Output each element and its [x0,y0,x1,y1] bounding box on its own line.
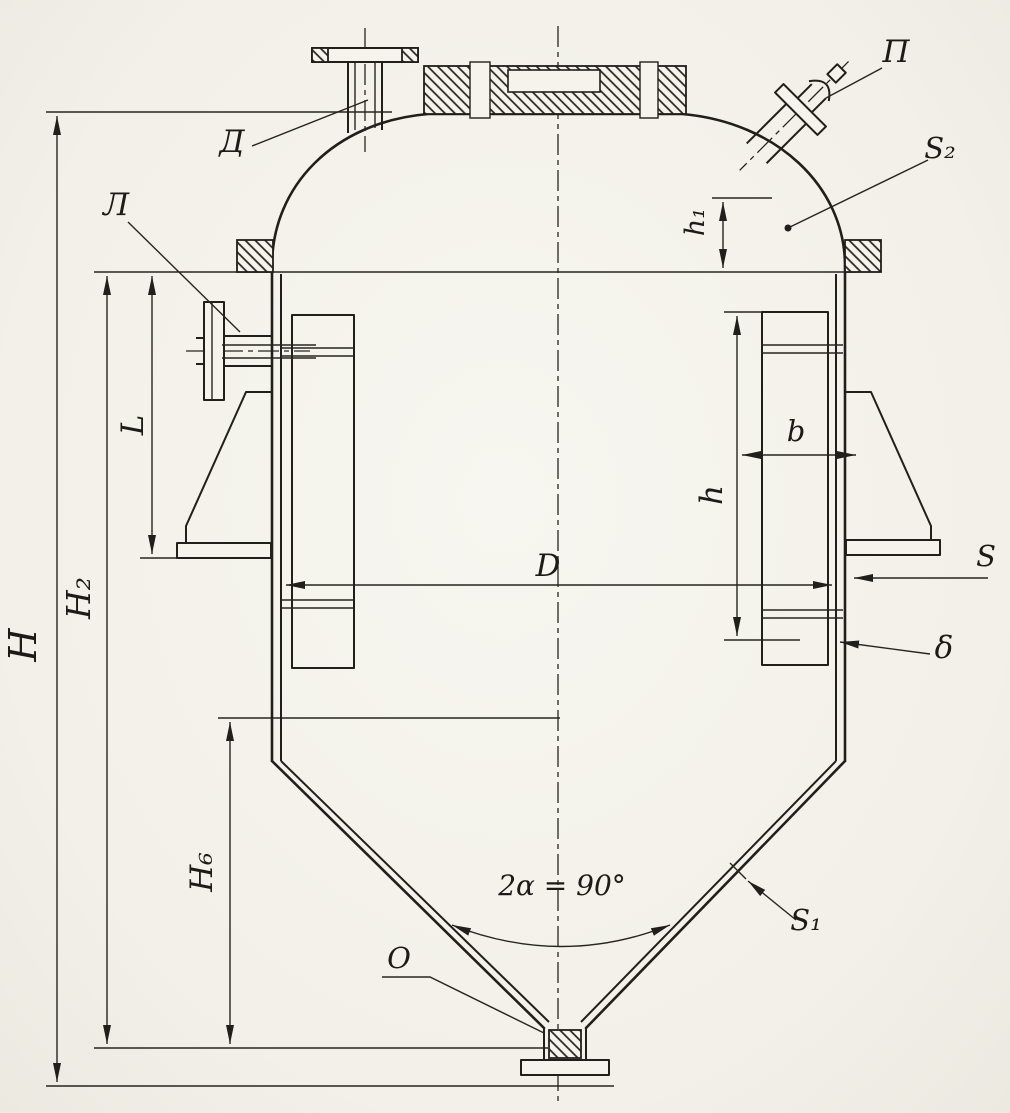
label-delta: δ [935,630,954,666]
valve-cap [808,79,831,102]
flange-ring-left [236,239,274,273]
nozzle-top-right [739,60,850,171]
label-cone-angle: 2α = 90° [497,869,626,902]
label-H6: H₆ [184,852,220,892]
label-D: D [535,548,561,584]
cone-angle-arc [451,924,671,948]
bottom-outlet [520,1028,610,1076]
jacket-left [291,314,355,669]
label-h: h [694,485,730,505]
label-D-top: Д [217,124,245,160]
outlet-bottom-flange [520,1059,610,1076]
label-S2: S₂ [924,131,956,165]
vessel-shell [270,112,847,1030]
label-h1: h₁ [680,208,711,236]
leader-outlet [382,976,545,1034]
nozzle-top-left [311,47,419,133]
label-L-side: Л [101,187,130,223]
leader-P-nozzle [825,67,883,99]
nozzle-top-right-flange [774,83,827,136]
label-S: S [976,539,996,573]
label-P-top: П [881,34,910,70]
leader-delta [839,640,931,655]
manhole-cover [423,61,687,119]
support-lug-left [185,391,272,543]
S1-thickness-tick [729,862,747,880]
leader-D-nozzle [251,99,369,147]
label-L: L [115,415,151,437]
nozzle-side-flange [203,301,225,401]
leader-S2-dot [784,224,792,232]
support-lug-right [845,391,932,540]
nozzle-side-left [196,301,316,401]
label-O: O [387,941,411,975]
leader-S2 [789,159,929,228]
jacket [281,311,843,669]
manhole-sight-slot [507,69,601,93]
cone-wall-right [584,759,847,1030]
extension-lines [46,111,856,1087]
leader-lines [127,67,931,1034]
support-base-right [845,539,941,556]
leader-S1 [747,880,797,921]
dimension-lines [53,116,988,1082]
label-b: b [787,414,806,448]
support-lugs [176,391,941,559]
labels: H H₂ L H₆ h h₁ D b S S₁ S₂ δ П Л Д O 2α … [1,34,996,975]
cone-wall-left [270,759,546,1030]
jacket-right [761,311,829,666]
cone-angle [451,924,671,948]
label-H: H [1,628,45,663]
support-base-left [176,542,272,559]
outlet-flange-section [548,1029,582,1059]
leader-L-nozzle [127,221,241,333]
flange-rings [236,239,882,273]
flange-ring-right [844,239,882,273]
label-H2: H₂ [59,577,98,620]
label-S1: S₁ [790,903,822,937]
